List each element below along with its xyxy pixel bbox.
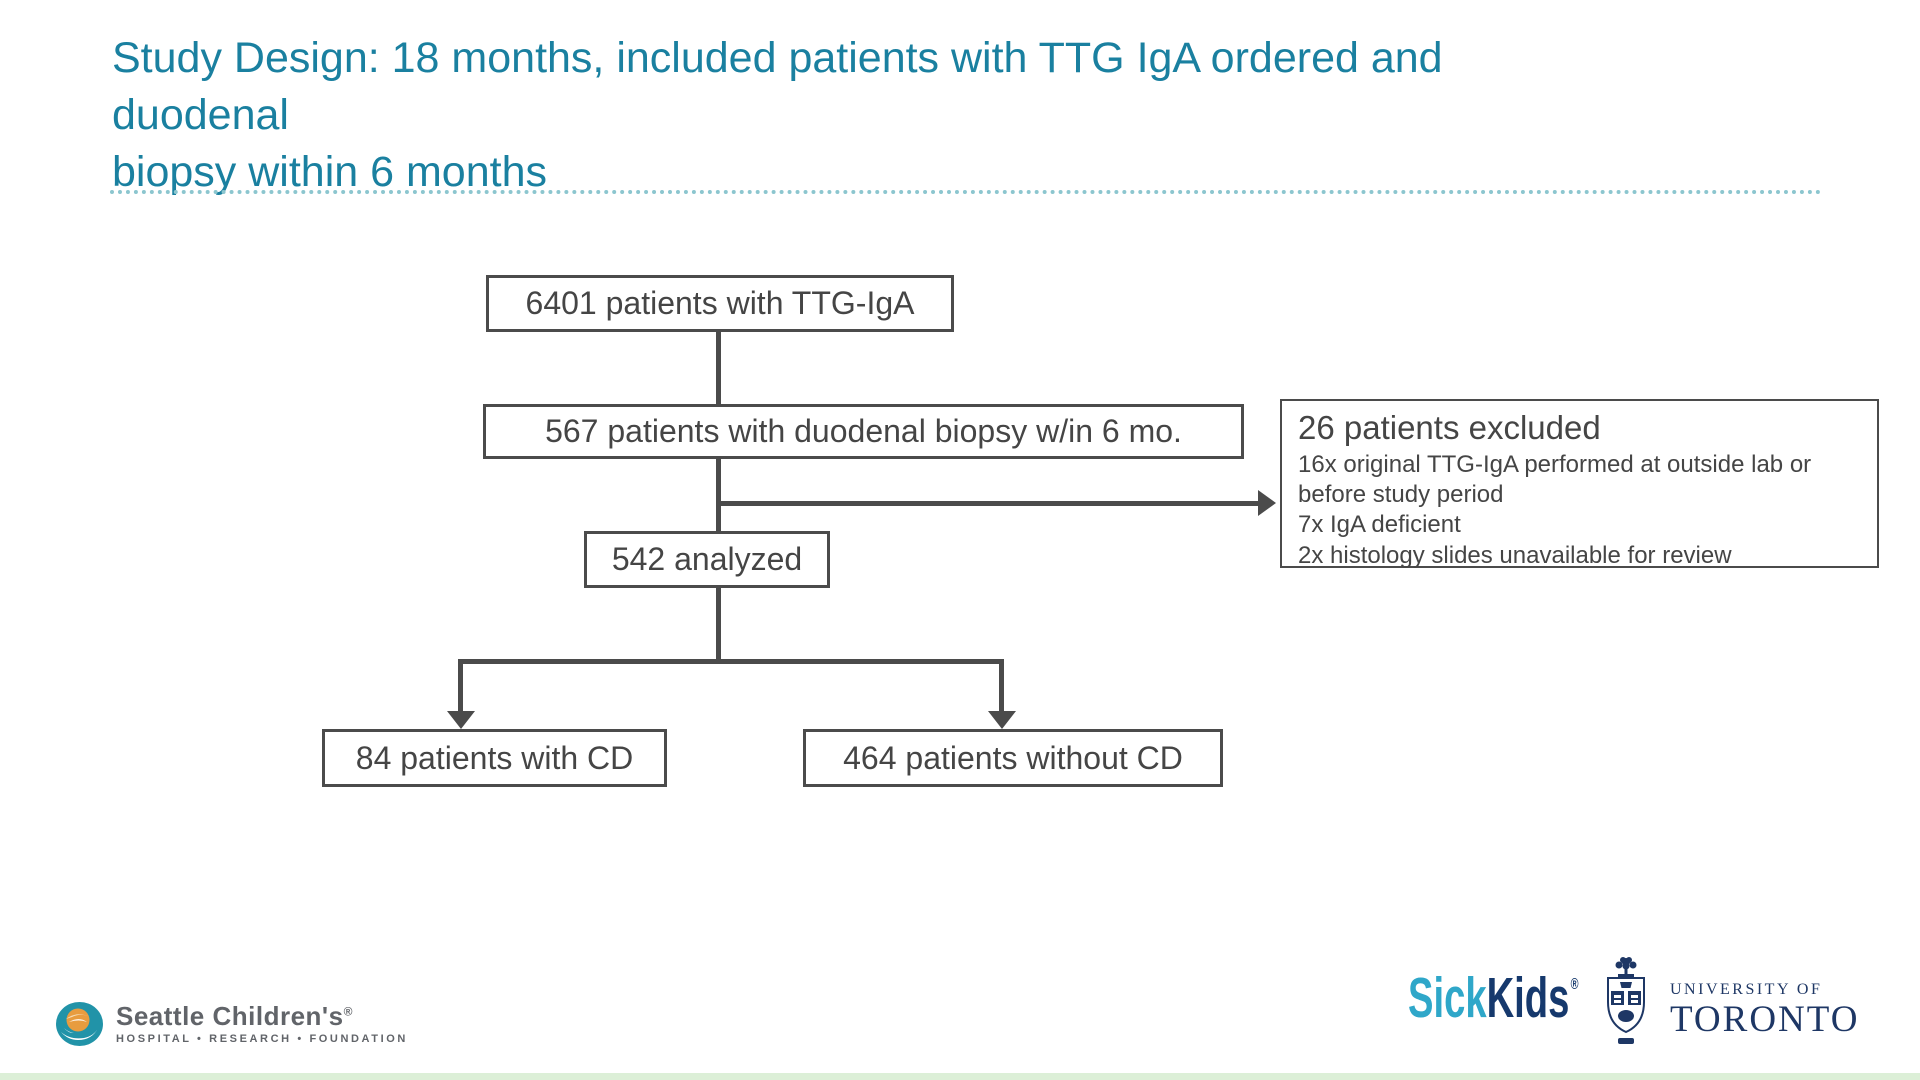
uoft-crest-icon <box>1607 957 1645 1044</box>
sickkids-kids: Kids <box>1486 966 1570 1030</box>
connector-analyzed-to-branch <box>716 586 721 664</box>
branch-horizontal-line <box>458 659 1004 664</box>
uoft-line1: UNIVERSITY OF <box>1670 981 1823 998</box>
bottom-edge-strip <box>0 1073 1920 1080</box>
excluded-item: 16x original TTG-IgA performed at outsid… <box>1298 450 1812 509</box>
branch-left-drop <box>458 659 463 713</box>
connector-biopsy-to-analyzed <box>716 457 721 533</box>
connector-to-excluded <box>718 501 1260 506</box>
sickkids-registered-mark: ® <box>1570 976 1579 993</box>
page-title: Study Design: 18 months, included patien… <box>112 30 1612 202</box>
page-title-line1: Study Design: 18 months, included patien… <box>112 34 1443 140</box>
flow-box-ttg: 6401 patients with TTG-IgA <box>486 275 954 332</box>
excluded-item: 7x IgA deficient <box>1298 511 1461 539</box>
arrowhead-excluded-icon <box>1258 490 1276 516</box>
seattle-childrens-text: Seattle Children's® HOSPITAL • RESEARCH … <box>116 1003 408 1045</box>
sickkids-sick: Sick <box>1408 966 1487 1030</box>
branch-right-drop <box>999 659 1004 713</box>
seattle-childrens-name: Seattle Children's® <box>116 1003 408 1029</box>
connector-ttg-to-biopsy <box>716 330 721 406</box>
flow-box-cd: 84 patients with CD <box>322 729 667 787</box>
flow-box-excluded: 26 patients excluded 16x original TTG-Ig… <box>1280 399 1879 569</box>
seattle-registered-mark: ® <box>343 1004 353 1019</box>
uoft-wordmark: UNIVERSITY OF TORONTO <box>1670 982 1859 1040</box>
dotted-divider <box>110 190 1822 194</box>
excluded-item: 2x histology slides unavailable for revi… <box>1298 541 1732 569</box>
seattle-childrens-swirl-icon <box>56 1002 103 1046</box>
flow-box-nocd: 464 patients without CD <box>803 729 1223 787</box>
flow-box-biopsy: 567 patients with duodenal biopsy w/in 6… <box>483 404 1244 459</box>
sickkids-logo: SickKids® <box>1408 970 1579 1027</box>
flow-box-analyzed: 542 analyzed <box>584 531 830 588</box>
excluded-title: 26 patients excluded <box>1298 409 1601 446</box>
uoft-line2: TORONTO <box>1670 999 1860 1040</box>
page-title-line2: biopsy within 6 months <box>112 148 547 197</box>
seattle-childrens-wordmark: Seattle Children's <box>116 1001 344 1031</box>
arrowhead-nocd-icon <box>988 711 1016 729</box>
seattle-childrens-tagline: HOSPITAL • RESEARCH • FOUNDATION <box>116 1033 408 1045</box>
seattle-childrens-logo: Seattle Children's® HOSPITAL • RESEARCH … <box>56 1002 408 1046</box>
arrowhead-cd-icon <box>447 711 475 729</box>
